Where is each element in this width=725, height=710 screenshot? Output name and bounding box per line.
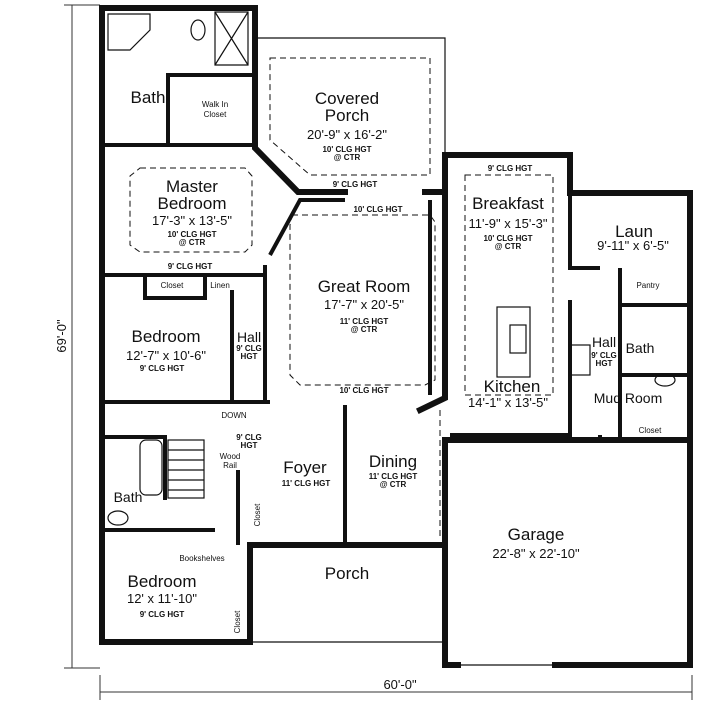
- ceiling-outlines: [129, 57, 554, 540]
- east-bath-label: Bath: [626, 340, 655, 356]
- mud-closet-label: Closet: [639, 426, 662, 435]
- laundry-size: 9'-11" x 6'-5": [597, 238, 669, 253]
- room-labels: Bath Walk In Closet Covered Porch 20'-9"…: [114, 88, 670, 633]
- covered-porch-size: 20'-9" x 16'-2": [307, 127, 387, 142]
- bedroom-3-label: Bedroom: [128, 572, 197, 591]
- master-bedroom-label: Bedroom: [158, 194, 227, 213]
- corner-tub: [107, 13, 151, 51]
- walk-in-closet-label: Closet: [204, 110, 227, 119]
- bedroom-2-ceiling: 9' CLG HGT: [140, 364, 185, 373]
- bedroom-2-label: Bedroom: [132, 327, 201, 346]
- covered-porch-ceiling: 10' CLG HGT: [322, 145, 371, 154]
- dimension-lines: 69'-0" 60'-0": [54, 4, 693, 700]
- bathtub: [139, 439, 163, 496]
- walk-in-closet-label: Walk In: [202, 100, 228, 109]
- bookshelves-label: Bookshelves: [179, 554, 224, 563]
- west-bath-label: Bath: [114, 489, 143, 505]
- bedroom-2-closet-label: Closet: [161, 281, 184, 290]
- breakfast-top-ceiling: 9' CLG HGT: [488, 164, 533, 173]
- sink: [509, 324, 527, 354]
- east-hall-ceiling: 9' CLG: [591, 351, 616, 360]
- garage-label: Garage: [508, 525, 565, 544]
- east-hall-ceiling: HGT: [596, 359, 613, 368]
- toilet: [107, 510, 129, 526]
- great-room-bottom-ceiling: 10' CLG HGT: [339, 386, 388, 395]
- lower-hall-ceiling: HGT: [241, 441, 258, 450]
- master-bedroom-edge-ceiling: 9' CLG HGT: [168, 262, 213, 271]
- covered-porch-edge-ceiling: 9' CLG HGT: [333, 180, 378, 189]
- depth-dimension: 69'-0": [54, 319, 69, 353]
- master-bedroom-size: 17'-3" x 13'-5": [152, 213, 232, 228]
- dining-label: Dining: [369, 452, 417, 471]
- bedroom-3-ceiling: 9' CLG HGT: [140, 610, 185, 619]
- great-room-top-ceiling: 10' CLG HGT: [353, 205, 402, 214]
- master-bedroom-ceiling-note: @ CTR: [179, 238, 206, 247]
- breakfast-ceiling-note: @ CTR: [495, 242, 522, 251]
- bedroom-2-size: 12'-7" x 10'-6": [126, 348, 206, 363]
- stairs: [167, 439, 205, 499]
- dining-ceiling-note: @ CTR: [380, 480, 407, 489]
- fixtures: [107, 11, 676, 526]
- toilet: [654, 373, 676, 387]
- laundry-label: Laun: [615, 222, 653, 241]
- kitchen-label: Kitchen: [484, 377, 541, 396]
- lower-hall-ceiling: 9' CLG: [236, 433, 261, 442]
- shower: [214, 11, 249, 66]
- covered-porch-label: Porch: [325, 106, 369, 125]
- great-room-size: 17'-7" x 20'-5": [324, 297, 404, 312]
- foyer-ceiling: 11' CLG HGT: [282, 479, 331, 488]
- master-bedroom-label: Master: [166, 177, 218, 196]
- porch-label: Porch: [325, 564, 369, 583]
- east-hall-label: Hall: [592, 334, 616, 350]
- west-hall-ceiling: 9' CLG: [236, 344, 261, 353]
- west-hall-label: Hall: [237, 329, 261, 345]
- bedroom-3-size: 12' x 11'-10": [127, 591, 197, 606]
- great-room-ceiling-note: @ CTR: [351, 325, 378, 334]
- width-dimension: 60'-0": [383, 677, 417, 692]
- wood-rail-label: Wood: [220, 452, 241, 461]
- master-bedroom-ceiling: 10' CLG HGT: [167, 230, 216, 239]
- covered-porch-ceiling-note: @ CTR: [334, 153, 361, 162]
- covered-porch-label: Covered: [315, 89, 379, 108]
- dining-ceiling: 11' CLG HGT: [369, 472, 418, 481]
- great-room-ceiling: 11' CLG HGT: [340, 317, 389, 326]
- wood-rail-label: Rail: [223, 461, 237, 470]
- kitchen-size: 14'-1" x 13'-5": [468, 395, 548, 410]
- great-room-label: Great Room: [318, 277, 411, 296]
- foyer-closet-label: Closet: [253, 503, 262, 526]
- stair-down-label: DOWN: [221, 411, 247, 420]
- pantry-label: Pantry: [636, 281, 659, 290]
- breakfast-label: Breakfast: [472, 194, 544, 213]
- bedroom-3-closet-label: Closet: [233, 610, 242, 633]
- master-bath-label: Bath: [131, 88, 166, 107]
- range: [569, 344, 591, 376]
- breakfast-size: 11'-9" x 15'-3": [469, 216, 548, 231]
- kitchen-island: [496, 306, 531, 378]
- breakfast-ceiling: 10' CLG HGT: [483, 234, 532, 243]
- linen-label: Linen: [210, 281, 230, 290]
- west-hall-ceiling: HGT: [241, 352, 258, 361]
- garage-size: 22'-8" x 22'-10": [492, 546, 580, 561]
- mud-room-label: Mud Room: [594, 390, 662, 406]
- foyer-label: Foyer: [283, 458, 327, 477]
- toilet: [190, 19, 206, 41]
